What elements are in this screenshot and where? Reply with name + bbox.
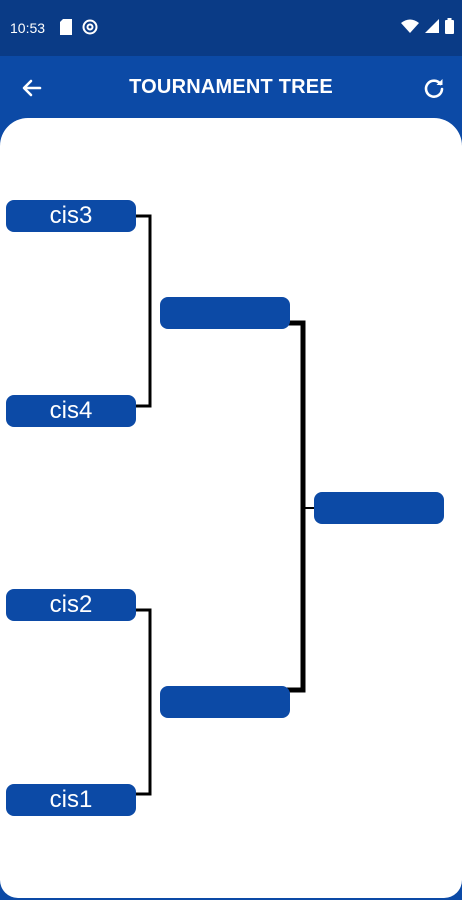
battery-icon — [445, 18, 454, 39]
match-box-cis1[interactable]: cis1 — [6, 784, 136, 816]
match-box-semifinal-top[interactable] — [160, 297, 290, 329]
refresh-button[interactable] — [420, 74, 448, 102]
connector-r1-top — [136, 214, 152, 408]
app-bar: TOURNAMENT TREE — [0, 56, 462, 120]
at-sign-icon — [82, 19, 98, 40]
match-box-cis3[interactable]: cis3 — [6, 200, 136, 232]
arrow-left-icon — [18, 79, 46, 106]
cellular-signal-icon — [425, 19, 439, 38]
status-left-icons — [60, 19, 98, 40]
connector-r2 — [232, 320, 306, 693]
connector-r1-bottom — [136, 608, 152, 796]
page-title: TOURNAMENT TREE — [129, 76, 333, 98]
status-bar: 10:53 — [0, 0, 462, 56]
match-box-semifinal-bottom[interactable] — [160, 686, 290, 718]
back-button[interactable] — [18, 74, 46, 102]
tournament-tree-panel: cis3 cis4 cis2 cis1 — [0, 118, 462, 898]
match-box-cis4[interactable]: cis4 — [6, 395, 136, 427]
sim-card-icon — [60, 19, 72, 40]
refresh-icon — [420, 79, 448, 106]
match-box-cis2[interactable]: cis2 — [6, 589, 136, 621]
status-right-icons — [401, 18, 454, 39]
wifi-icon — [401, 19, 419, 38]
status-time: 10:53 — [10, 20, 46, 36]
match-box-final[interactable] — [314, 492, 444, 524]
